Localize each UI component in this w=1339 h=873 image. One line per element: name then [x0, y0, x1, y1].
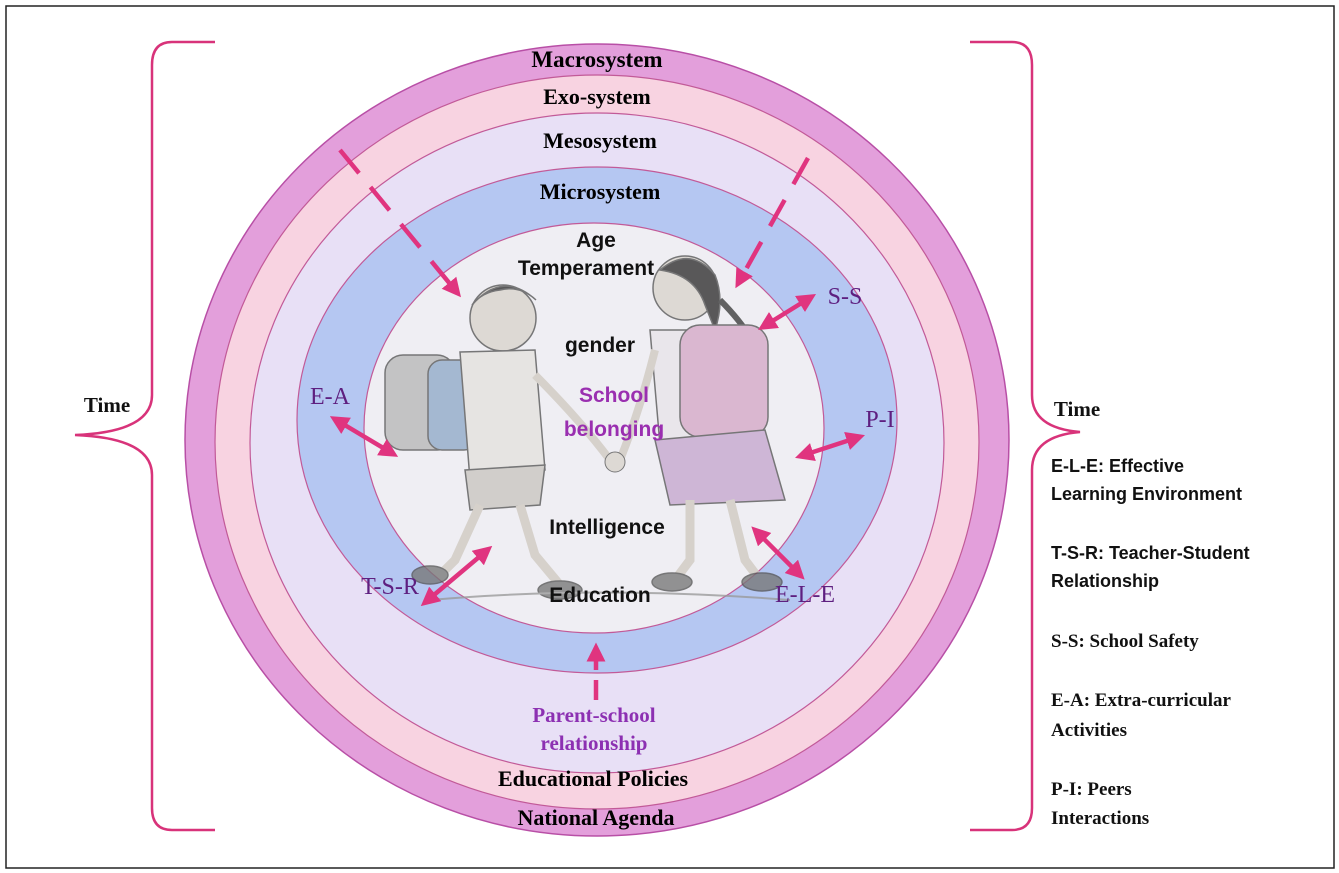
ss-label: S-S — [828, 284, 863, 310]
dashed-arrow-right — [735, 156, 810, 289]
exosystem-label: Exo-system — [543, 84, 651, 109]
intelligence-label: Intelligence — [549, 516, 665, 539]
ea-label: E-A — [310, 384, 351, 410]
legend-ea-line1: E-A: Extra-curricular — [1051, 690, 1231, 711]
legend-tsr-line2: Relationship — [1051, 571, 1159, 591]
temperament-label: Temperament — [518, 257, 654, 280]
left-time-brace — [74, 40, 215, 832]
educational-policies-label: Educational Policies — [498, 766, 689, 791]
parent-school-label-line1: Parent-school — [532, 703, 655, 727]
ea-double-arrow — [329, 416, 399, 457]
education-label: Education — [549, 584, 651, 607]
tsr-double-arrow — [420, 545, 493, 607]
microsystem-label: Microsystem — [540, 179, 661, 204]
ele-double-arrow — [751, 526, 805, 580]
legend-pi-line2: Interactions — [1051, 808, 1149, 829]
legend-ss-line1: S-S: School Safety — [1051, 631, 1199, 652]
pi-label: P-I — [865, 407, 894, 433]
legend-pi-line1: P-I: Peers — [1051, 779, 1132, 800]
mesosystem-label: Mesosystem — [543, 128, 657, 153]
pi-double-arrow — [795, 431, 865, 462]
parent-school-label-line2: relationship — [541, 731, 648, 755]
legend-ea-line2: Activities — [1051, 720, 1127, 741]
school-belonging-line1: School — [579, 384, 649, 407]
age-label: Age — [576, 229, 616, 252]
legend-ele-line1: E-L-E: Effective — [1051, 456, 1184, 476]
legend-ele-line2: Learning Environment — [1051, 484, 1242, 504]
gender-label: gender — [565, 334, 635, 357]
dashed-arrow-left — [338, 148, 461, 298]
legend-tsr-line1: T-S-R: Teacher-Student — [1051, 543, 1250, 563]
right-time-brace — [970, 40, 1081, 832]
children-illustration — [384, 255, 791, 601]
interaction-arrows — [329, 148, 865, 700]
macrosystem-label: Macrosystem — [531, 47, 662, 72]
time-label-right: Time — [1054, 397, 1100, 421]
ss-double-arrow — [757, 294, 817, 330]
ele-label: E-L-E — [775, 582, 835, 608]
abbreviation-legend: E-L-E: Effective Learning Environment T-… — [1051, 456, 1250, 829]
girl-figure — [616, 255, 786, 592]
school-belonging-line2: belonging — [564, 418, 664, 441]
time-label-left: Time — [84, 393, 130, 417]
tsr-label: T-S-R — [361, 574, 419, 600]
holding-hands — [604, 451, 626, 473]
national-agenda-label: National Agenda — [517, 805, 674, 830]
